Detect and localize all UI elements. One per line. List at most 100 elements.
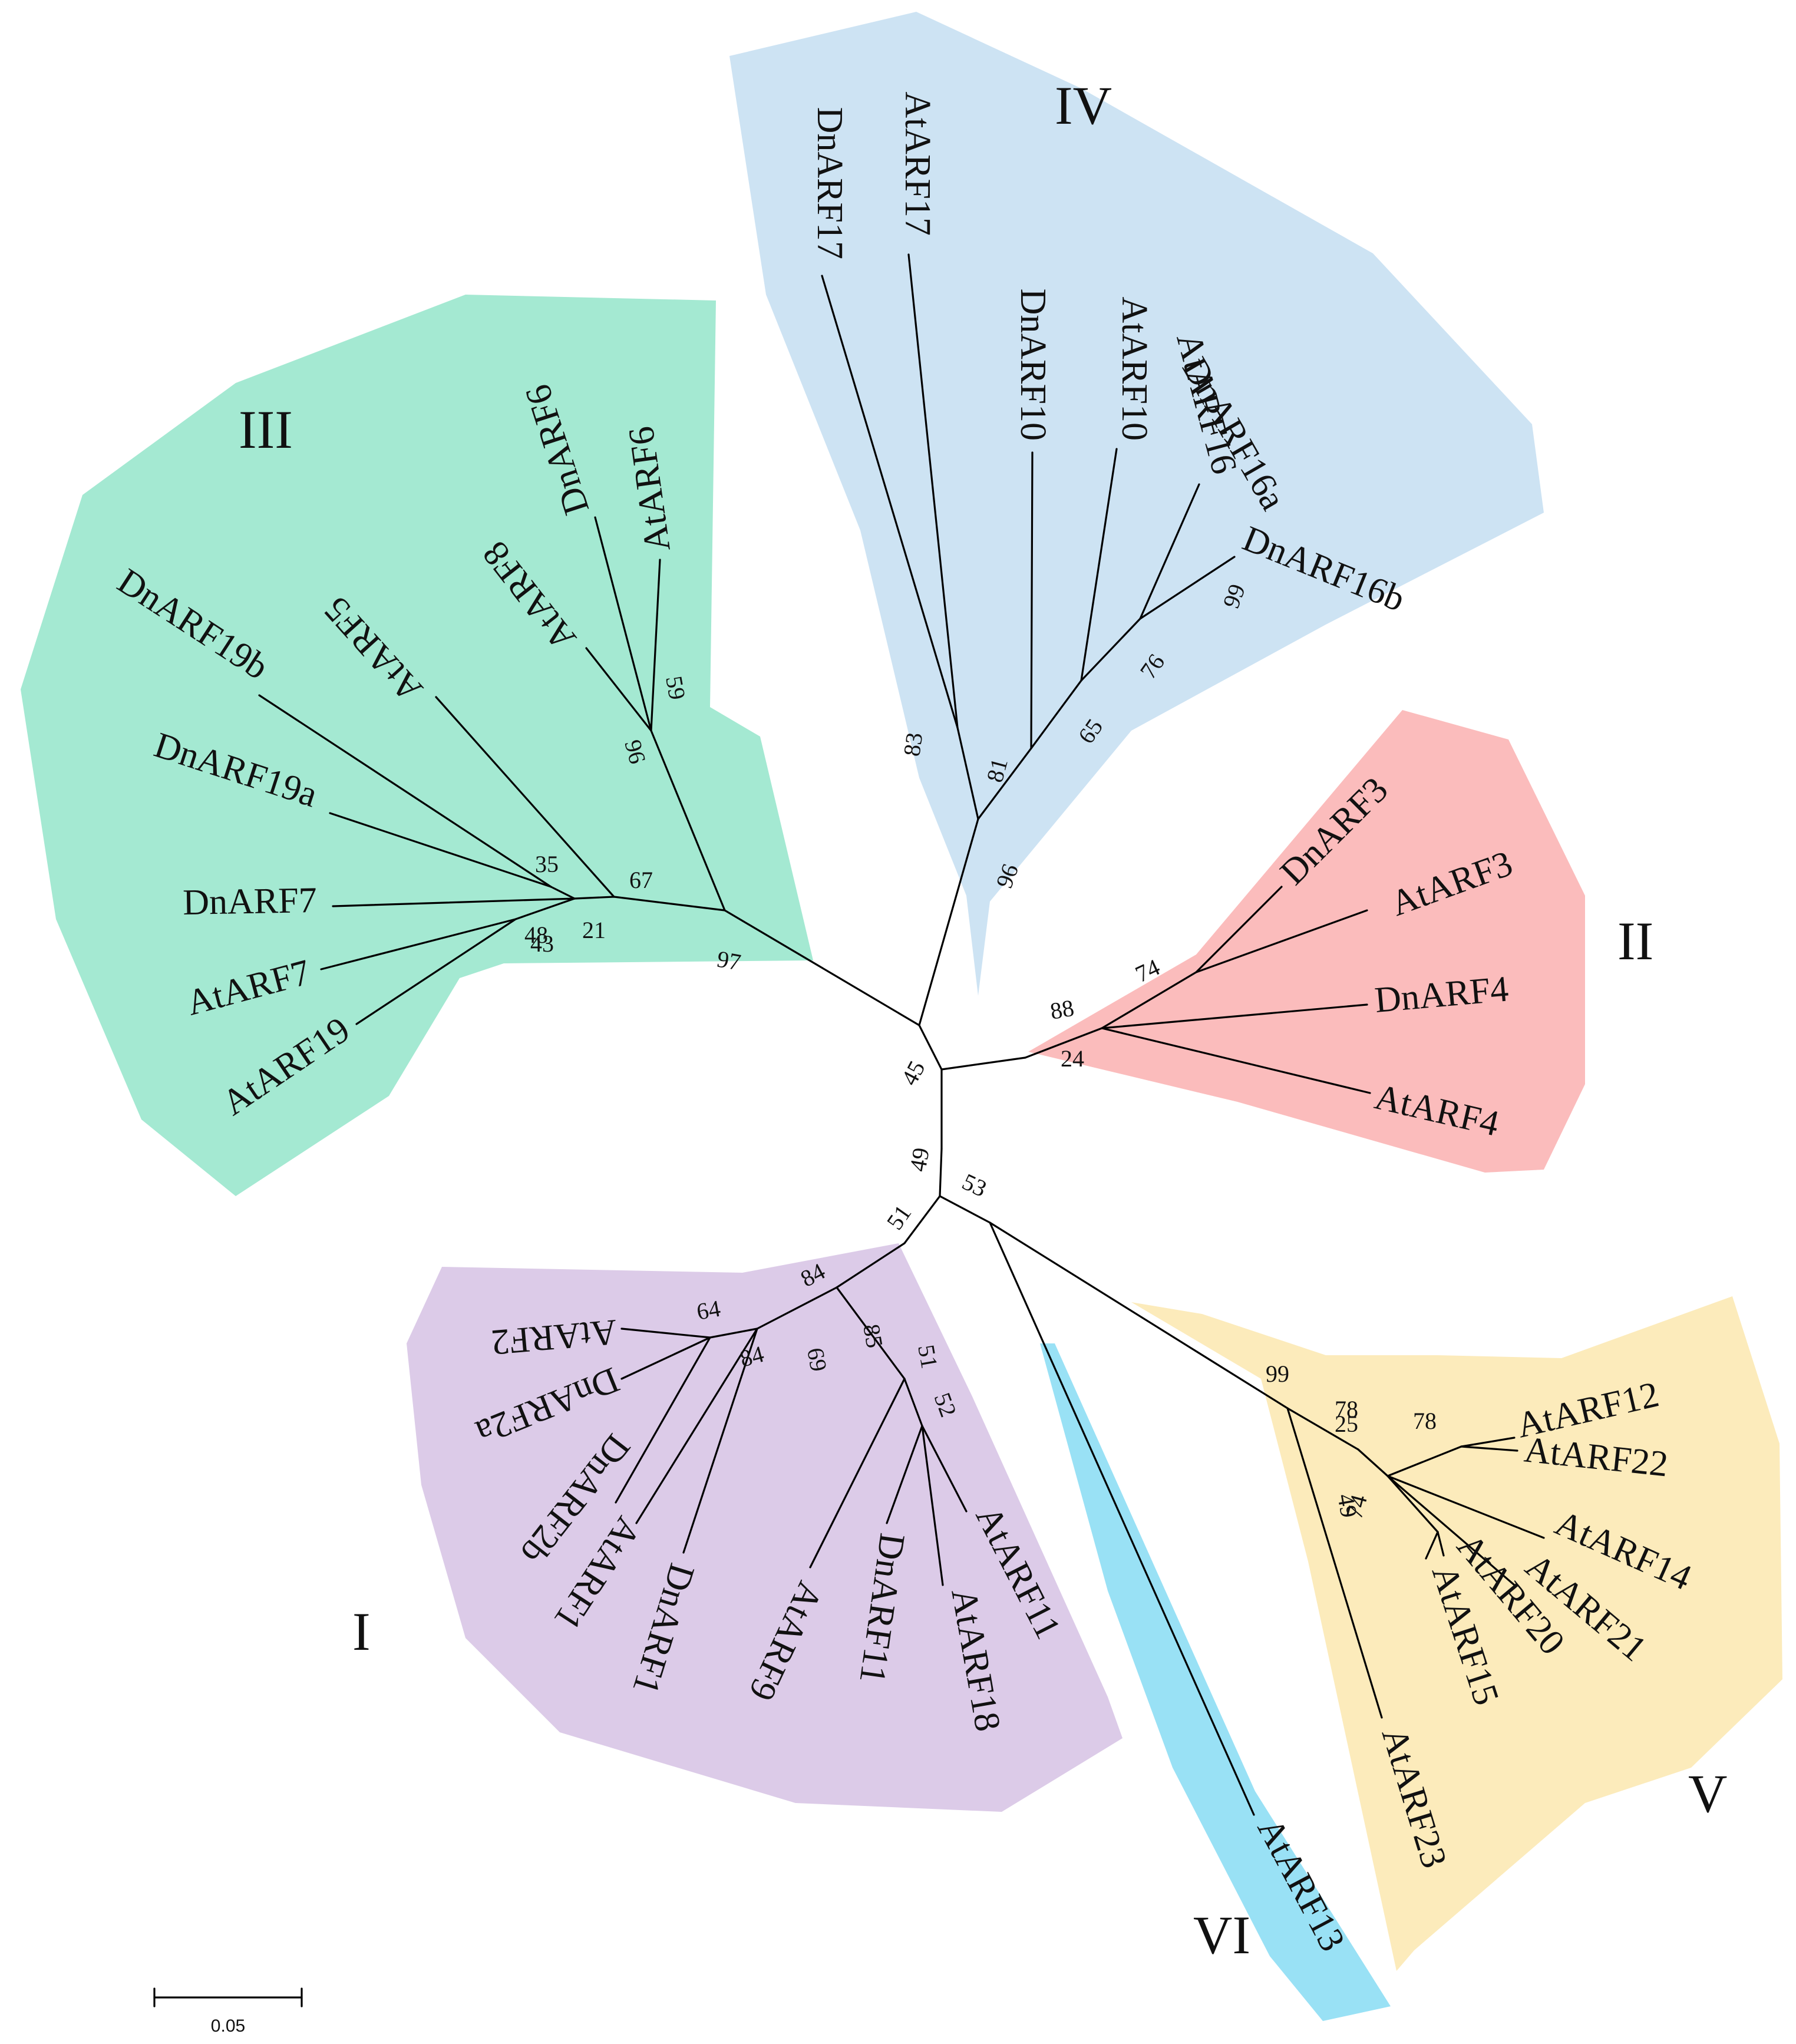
branch bbox=[329, 812, 552, 888]
bootstrap-value: 88 bbox=[1048, 995, 1076, 1025]
branch bbox=[613, 896, 726, 912]
branch bbox=[836, 1242, 906, 1289]
clade-region-iv bbox=[729, 12, 1544, 996]
branch bbox=[940, 1056, 1026, 1071]
branch bbox=[918, 1024, 943, 1071]
branch bbox=[650, 559, 661, 732]
bootstrap-value: 83 bbox=[898, 731, 927, 758]
branch bbox=[886, 1425, 923, 1524]
branch bbox=[1425, 1531, 1439, 1560]
branch bbox=[635, 1328, 758, 1524]
branch bbox=[939, 1195, 991, 1224]
branch bbox=[585, 647, 652, 732]
branch bbox=[1195, 909, 1368, 973]
branch bbox=[1101, 1027, 1371, 1094]
branch bbox=[1286, 1407, 1383, 1719]
bootstrap-value: 49 bbox=[1332, 1492, 1362, 1520]
branch bbox=[258, 694, 552, 888]
branch bbox=[355, 918, 517, 1025]
scale-bar: 0.05 bbox=[153, 1987, 303, 2036]
branch bbox=[1030, 679, 1082, 749]
branch bbox=[1024, 1027, 1103, 1059]
clade-region-ii bbox=[1028, 710, 1585, 1173]
bootstrap-value: 78 bbox=[1413, 1408, 1437, 1434]
leaf-label: AtARF10 bbox=[1114, 296, 1154, 441]
branch bbox=[709, 1328, 758, 1339]
branch bbox=[907, 253, 959, 729]
branch bbox=[1386, 1475, 1545, 1539]
branch bbox=[1139, 483, 1200, 620]
branch bbox=[320, 918, 517, 970]
branch bbox=[1357, 1448, 1389, 1477]
branch bbox=[550, 886, 576, 900]
branch bbox=[1080, 448, 1118, 682]
branch bbox=[756, 1286, 838, 1330]
branch bbox=[1386, 1475, 1439, 1533]
tree-branches bbox=[258, 253, 1545, 1816]
branch bbox=[332, 897, 576, 907]
scale-bar-label: 0.05 bbox=[211, 2016, 245, 2036]
clade-region-vi bbox=[1040, 1343, 1391, 2021]
branch bbox=[939, 1148, 943, 1197]
bootstrap-value: 49 bbox=[904, 1145, 935, 1173]
bootstrap-value: 51 bbox=[913, 1343, 943, 1371]
branch bbox=[620, 1328, 711, 1339]
bootstrap-value: 51 bbox=[882, 1200, 917, 1235]
branch bbox=[615, 1336, 711, 1504]
branch bbox=[1460, 1437, 1516, 1448]
bootstrap-value: 25 bbox=[1335, 1411, 1358, 1437]
bootstrap-value: 85 bbox=[858, 1322, 888, 1350]
branch bbox=[1195, 886, 1283, 973]
branch bbox=[921, 1425, 968, 1513]
branch bbox=[1386, 1445, 1462, 1477]
clade-label-vi: VI bbox=[1193, 1905, 1250, 1965]
clade-regions bbox=[21, 12, 1782, 2021]
branch bbox=[836, 1286, 906, 1380]
branch bbox=[1101, 971, 1197, 1029]
clade-region-i bbox=[407, 1243, 1122, 1812]
branch bbox=[594, 516, 652, 732]
branch bbox=[1101, 1003, 1368, 1029]
branch bbox=[724, 909, 920, 1026]
branch bbox=[1286, 1407, 1359, 1451]
bootstrap-value: 24 bbox=[1061, 1045, 1084, 1072]
bootstrap-value: 53 bbox=[958, 1168, 991, 1202]
clade-label-i: I bbox=[352, 1601, 371, 1662]
branch bbox=[921, 1425, 944, 1586]
branch bbox=[1030, 451, 1034, 749]
bootstrap-value: 78 bbox=[1335, 1396, 1358, 1422]
bootstrap-value: 21 bbox=[582, 917, 606, 943]
branch bbox=[682, 1328, 758, 1554]
leaf-label: DnARF10 bbox=[1013, 289, 1053, 441]
branch bbox=[956, 727, 979, 820]
bootstrap-value: 69 bbox=[802, 1346, 832, 1373]
branch bbox=[809, 1378, 906, 1569]
branch bbox=[620, 1336, 711, 1380]
branch bbox=[514, 897, 576, 920]
branch bbox=[1460, 1445, 1518, 1452]
bootstrap-value: 48 bbox=[524, 922, 548, 948]
bootstrap-value: 97 bbox=[715, 946, 742, 976]
branch bbox=[989, 1221, 1255, 1816]
clade-region-v bbox=[1131, 1296, 1782, 1971]
bootstrap-value: 35 bbox=[535, 851, 559, 877]
bootstrap-value: 59 bbox=[661, 674, 691, 702]
branch bbox=[918, 818, 979, 1026]
bootstrap-value: 43 bbox=[530, 930, 554, 957]
bootstrap-value: 67 bbox=[629, 867, 653, 893]
bootstrap-value: 45 bbox=[896, 1056, 930, 1089]
branch bbox=[903, 1195, 941, 1244]
branch bbox=[1080, 618, 1141, 682]
branch bbox=[903, 1378, 923, 1427]
leaf-label: DnARF17 bbox=[810, 107, 850, 259]
branch bbox=[989, 1221, 1289, 1409]
leaf-label: DnARF7 bbox=[183, 880, 318, 923]
branch bbox=[1386, 1475, 1516, 1586]
branch bbox=[1139, 556, 1236, 620]
bootstrap-value: 99 bbox=[1266, 1361, 1289, 1387]
leaf-label: AtARF17 bbox=[897, 91, 937, 236]
clade-label-iv: IV bbox=[1055, 75, 1112, 136]
branch bbox=[650, 729, 726, 912]
clade-label-iii: III bbox=[239, 399, 293, 460]
